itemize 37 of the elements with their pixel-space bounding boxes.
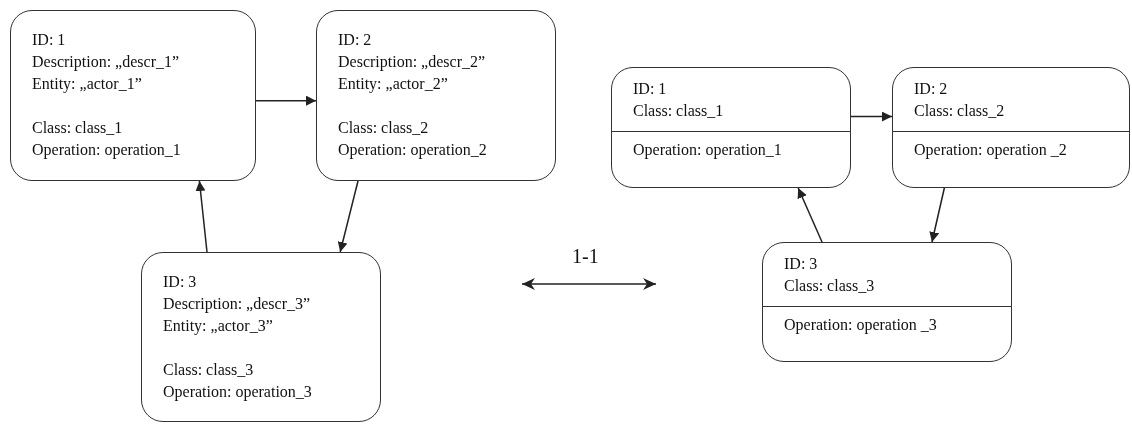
field-text: Class: class_3 bbox=[783, 276, 876, 296]
arrow bbox=[255, 95, 317, 106]
field-text: ID: 1 bbox=[632, 79, 668, 99]
field-text: Class: class_1 bbox=[31, 118, 124, 138]
field-text: Description: „descr_2” bbox=[337, 52, 487, 73]
field-text: Description: „descr_1” bbox=[31, 52, 181, 73]
field-text: ID: 2 bbox=[913, 79, 949, 99]
arrow bbox=[797, 187, 823, 243]
field-text: Operation: operation _2 bbox=[913, 140, 1068, 161]
field-text: Entity: „actor_1” bbox=[31, 74, 143, 95]
arrow bbox=[929, 187, 946, 243]
field-text: Operation: operation_2 bbox=[337, 140, 488, 161]
field-text: ID: 3 bbox=[162, 272, 198, 292]
record-box bbox=[141, 252, 381, 422]
record-box bbox=[10, 10, 256, 181]
mapping-label: 1-1 bbox=[572, 244, 599, 268]
field-text: Operation: operation _3 bbox=[783, 315, 938, 336]
record-box bbox=[762, 242, 1012, 362]
field-text: Operation: operation_3 bbox=[162, 382, 313, 403]
field-text: Class: class_2 bbox=[337, 118, 430, 138]
arrow bbox=[850, 111, 893, 122]
field-text: Entity: „actor_3” bbox=[162, 316, 274, 337]
field-text: ID: 1 bbox=[31, 30, 67, 50]
field-text: Class: class_2 bbox=[913, 101, 1006, 121]
arrow bbox=[195, 180, 208, 253]
record-box bbox=[611, 67, 851, 188]
field-text: Class: class_1 bbox=[632, 101, 725, 121]
arrow bbox=[337, 180, 359, 253]
field-text: ID: 2 bbox=[337, 30, 373, 50]
field-text: Operation: operation_1 bbox=[632, 140, 783, 161]
field-text: Description: „descr_3” bbox=[162, 294, 312, 315]
field-text: Entity: „actor_2” bbox=[337, 74, 449, 95]
field-text: ID: 3 bbox=[783, 254, 819, 274]
record-box bbox=[892, 67, 1130, 188]
field-text: Operation: operation_1 bbox=[31, 140, 182, 161]
field-text: Class: class_3 bbox=[162, 360, 255, 380]
record-box bbox=[316, 10, 556, 181]
